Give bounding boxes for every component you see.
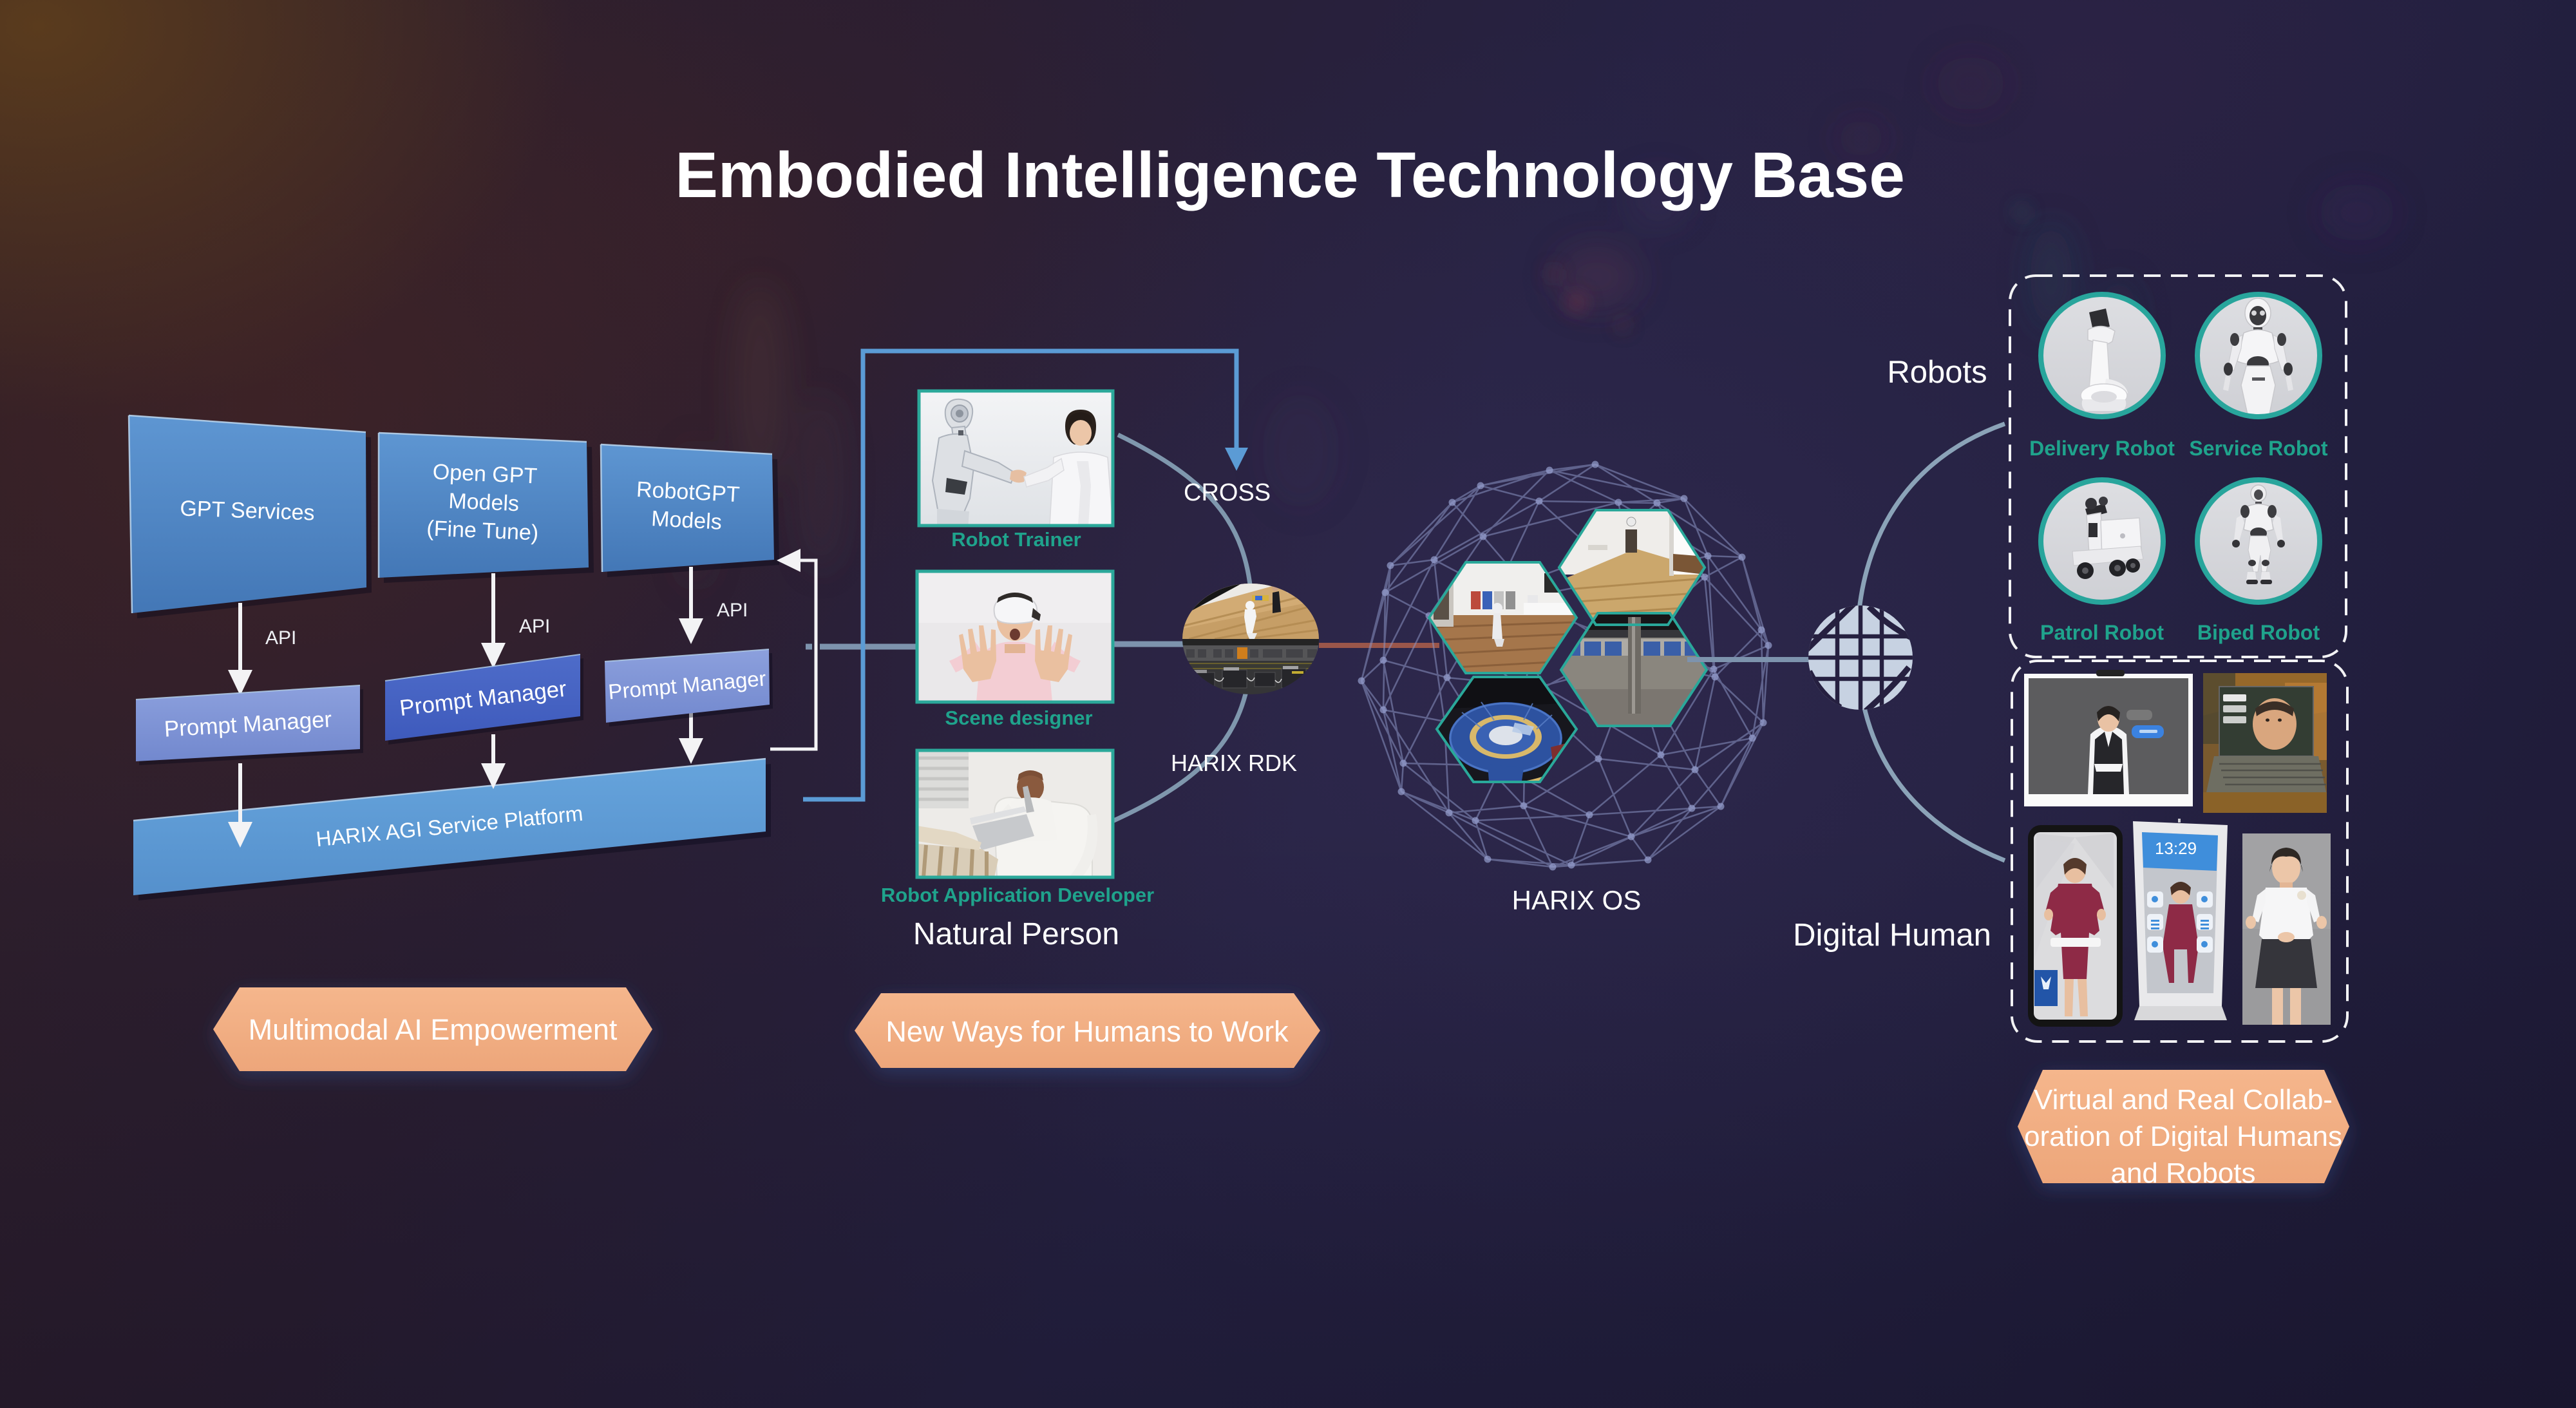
svg-text:Models: Models (650, 506, 722, 535)
svg-text:Delivery Robot: Delivery Robot (2029, 437, 2175, 460)
svg-text:Open GPT: Open GPT (432, 460, 538, 489)
svg-text:CROSS: CROSS (1184, 479, 1271, 506)
svg-text:RobotGPT: RobotGPT (636, 477, 740, 507)
svg-text:Service Robot: Service Robot (2189, 437, 2328, 460)
svg-text:Robot Trainer: Robot Trainer (951, 528, 1081, 551)
svg-text:New Ways for Humans to Work: New Ways for Humans to Work (886, 1015, 1289, 1048)
svg-text:Scene designer: Scene designer (945, 707, 1092, 729)
svg-text:API: API (519, 616, 550, 637)
svg-text:Patrol Robot: Patrol Robot (2040, 621, 2164, 644)
svg-text:GPT Services: GPT Services (180, 496, 315, 525)
svg-text:(Fine Tune): (Fine Tune) (426, 516, 539, 545)
svg-text:Virtual and Real Collab-: Virtual and Real Collab- (2034, 1084, 2333, 1116)
svg-text:Biped Robot: Biped Robot (2197, 621, 2320, 644)
svg-text:and Robots: and Robots (2110, 1157, 2255, 1189)
svg-text:Digital Human: Digital Human (1793, 918, 1991, 953)
svg-text:Robot Application Developer: Robot Application Developer (881, 884, 1154, 906)
svg-text:Multimodal AI Empowerment: Multimodal AI Empowerment (249, 1013, 618, 1046)
svg-text:Robots: Robots (1887, 355, 1987, 390)
svg-text:Models: Models (448, 489, 520, 517)
svg-text:Natural Person: Natural Person (913, 917, 1119, 951)
svg-text:HARIX RDK: HARIX RDK (1171, 750, 1297, 776)
svg-text:API: API (717, 600, 748, 621)
svg-text:oration of Digital Humans: oration of Digital Humans (2024, 1121, 2342, 1152)
svg-text:API: API (265, 627, 296, 649)
svg-text:HARIX OS: HARIX OS (1512, 885, 1642, 915)
svg-text:Embodied Intelligence Technolo: Embodied Intelligence Technology Base (675, 139, 1905, 211)
svg-text:13:29: 13:29 (2155, 839, 2197, 858)
